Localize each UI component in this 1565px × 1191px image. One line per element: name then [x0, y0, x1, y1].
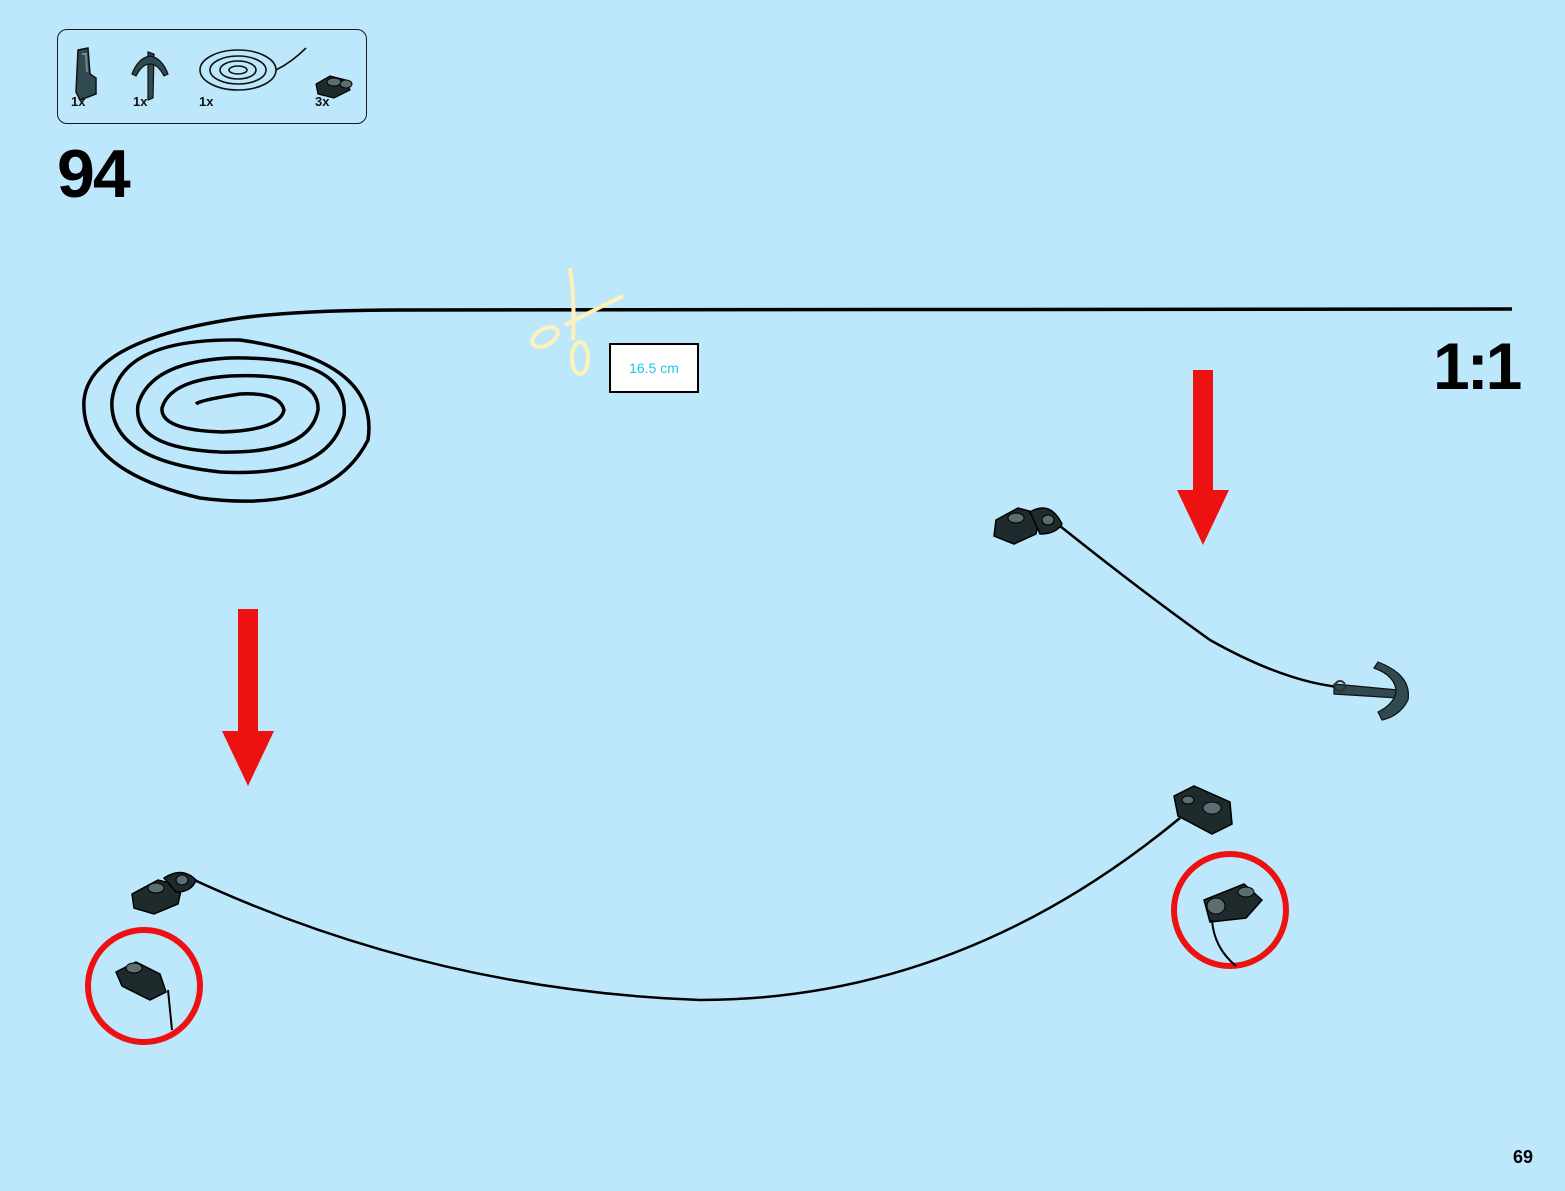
part-item-bracket: 1x [66, 30, 106, 125]
part-quantity: 3x [315, 94, 330, 109]
parts-list-box: 1x 1x 1x 3x [57, 29, 367, 124]
part-item-string: 1x [196, 30, 316, 125]
anchor-piece-icon [131, 51, 169, 101]
down-arrow-icon [1177, 370, 1229, 545]
page-number: 69 [1513, 1147, 1534, 1167]
part-quantity: 1x [71, 94, 86, 109]
detail-highlight-circle [1171, 851, 1289, 969]
step-number: 94 [57, 136, 131, 212]
part-quantity: 1x [199, 94, 214, 109]
string-coil-icon [199, 47, 307, 91]
string-clip-plate-icon [131, 871, 197, 915]
string-clip-plate-icon [315, 75, 353, 99]
bracket-piece-icon [75, 47, 97, 101]
detail-highlight-circle [85, 927, 203, 1045]
string-clip-plate-icon [993, 507, 1063, 545]
anchor-string-assembly [993, 507, 1410, 721]
part-item-clip: 3x [310, 30, 360, 125]
clip-string-assembly [131, 785, 1233, 1002]
scissors-icon [530, 267, 624, 376]
scale-indicator: 1:1 [1433, 329, 1522, 403]
down-arrow-icon [222, 609, 274, 786]
part-item-anchor: 1x [128, 30, 173, 125]
string-coil-with-line [82, 307, 1513, 503]
string-clip-plate-icon [1173, 785, 1233, 835]
cut-length-value: 16.5 cm [629, 360, 679, 376]
part-quantity: 1x [133, 94, 148, 109]
cut-length-label: 16.5 cm [609, 343, 699, 393]
anchor-piece-icon [1333, 661, 1410, 721]
